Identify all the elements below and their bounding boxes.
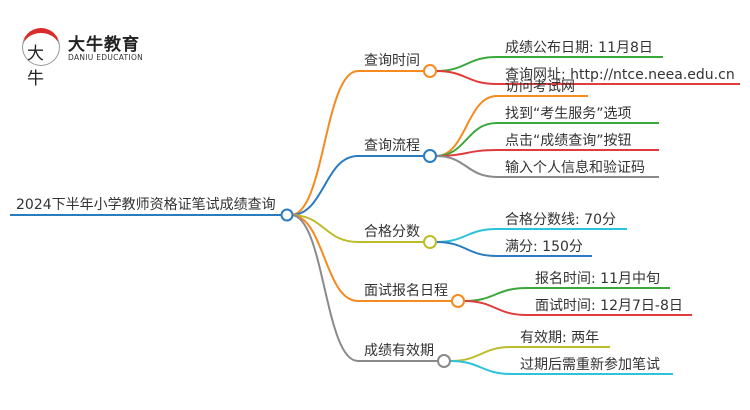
leaf-label: 点击“成绩查询”按钮	[505, 133, 632, 149]
leaf-connector	[463, 300, 692, 316]
branch-connector	[290, 214, 452, 302]
branch-label: 合格分数	[364, 224, 420, 240]
leaf-connector	[435, 122, 659, 157]
leaf-label: 过期后需重新参加笔试	[520, 356, 660, 373]
logo-icon: 大牛	[22, 28, 60, 89]
branch-node	[423, 235, 437, 249]
leaf-label: 查询网址: http://ntce.neea.edu.cn	[505, 67, 735, 83]
branch-node	[451, 294, 465, 308]
leaf-connector	[435, 95, 588, 157]
branch-label: 查询流程	[364, 138, 420, 154]
leaf-connector	[435, 70, 740, 85]
branch-connector	[290, 70, 424, 216]
leaf-connector	[435, 155, 659, 178]
leaf-connector	[435, 149, 659, 157]
branch-label: 查询时间	[364, 53, 420, 69]
branch-node	[437, 354, 451, 368]
branch-node	[423, 149, 437, 163]
leaf-label: 满分: 150分	[505, 239, 583, 255]
leaf-label: 找到“考生服务”选项	[505, 106, 632, 122]
leaf-label: 访问考试网	[505, 79, 575, 95]
leaf-label: 输入个人信息和验证码	[505, 159, 645, 176]
branch-label: 面试报名日程	[364, 283, 448, 299]
root-node	[280, 208, 294, 222]
leaf-label: 合格分数线: 70分	[505, 212, 616, 228]
leaf-label: 有效期: 两年	[520, 330, 599, 346]
leaf-connector	[449, 360, 673, 375]
branch-connector	[290, 214, 424, 243]
logo-subtitle: DANIU EDUCATION	[68, 53, 144, 62]
root-label: 2024下半年小学教师资格证笔试成绩查询	[16, 197, 276, 213]
leaf-label: 报名时间: 11月中旬	[535, 271, 660, 287]
logo-name: 大牛教育	[68, 35, 140, 55]
leaf-connector	[435, 241, 592, 257]
leaf-label: 面试时间: 12月7日-8日	[535, 298, 683, 314]
branch-connector	[290, 155, 424, 216]
logo: 大牛 大牛教育 DANIU EDUCATION	[22, 28, 182, 89]
branch-node	[423, 64, 437, 78]
logo-glyph: 大牛	[27, 44, 44, 89]
branch-connector	[290, 214, 438, 362]
leaf-label: 成绩公布日期: 11月8日	[505, 40, 653, 56]
branch-label: 成绩有效期	[364, 343, 434, 359]
